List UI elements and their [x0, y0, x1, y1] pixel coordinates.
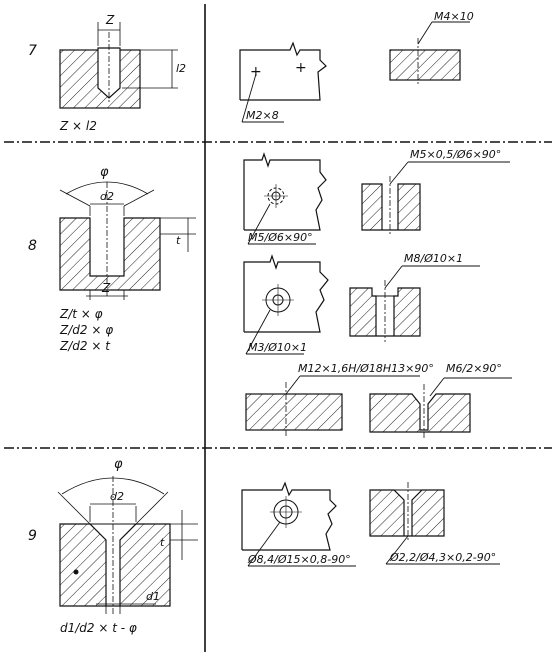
- row-7-section-example: [389, 21, 470, 84]
- row-9-small-diameter-label: d1: [146, 590, 160, 603]
- row-8-formula-2: Z/d2 × φ: [59, 323, 113, 337]
- row-8-callout-m8-10x1: M8/Ø10×1: [404, 252, 463, 265]
- row-9-number: 9: [28, 528, 37, 544]
- row-8-callout-m6-2x90: M6/2×90°: [446, 362, 502, 375]
- row-7: 7 Z l2 Z × l2 + + M2×8: [28, 10, 474, 133]
- table-grid: [4, 4, 552, 652]
- row-7-number: 7: [28, 43, 37, 59]
- row-8-callout-m3-10x1: M3/Ø10×1: [248, 341, 307, 354]
- svg-text:+: +: [250, 64, 262, 80]
- row-7-section-drawing: [59, 22, 178, 109]
- row-8-section-example-4: [369, 377, 512, 438]
- row-9: 9 φ d2 t d1 d1/d2 × t - φ: [28, 457, 500, 635]
- row-7-formula: Z × l2: [59, 119, 97, 133]
- row-8-width-label: Z: [101, 281, 111, 295]
- row-8-angle-label: φ: [100, 165, 109, 180]
- row-8-plan-view-1: [243, 152, 327, 245]
- row-8-depth-label: t: [176, 234, 181, 247]
- row-8-plan-view-2: [243, 254, 329, 355]
- row-8-formula-3: Z/d2 × t: [59, 339, 111, 353]
- row-9-callout-2-2: Ø2,2/Ø4,3×0,2-90°: [389, 551, 496, 564]
- row-8-section-drawing: [59, 181, 196, 300]
- row-8-formula-1: Z/t × φ: [59, 307, 103, 321]
- row-8-section-example-2: [349, 265, 480, 342]
- row-9-plan-view: [241, 481, 356, 567]
- row-9-section-example: [369, 482, 500, 565]
- row-7-callout-m2x8: M2×8: [246, 109, 279, 122]
- row-8-section-example-3: [245, 375, 420, 436]
- row-7-depth-label: l2: [176, 62, 186, 75]
- svg-text:+: +: [295, 60, 307, 76]
- row-8-number: 8: [28, 238, 37, 254]
- row-7-plan-view: + +: [239, 41, 327, 123]
- row-7-callout-m4x10: M4×10: [434, 10, 474, 23]
- row-9-callout-8-4: Ø8,4/Ø15×0,8-90°: [247, 553, 351, 566]
- row-8-callout-m12: M12×1,6H/Ø18H13×90°: [298, 362, 434, 375]
- row-9-depth-label: t: [160, 536, 165, 549]
- row-7-width-label: Z: [105, 13, 115, 27]
- row-9-diameter-label: d2: [110, 490, 124, 503]
- row-8-diameter-label: d2: [100, 190, 114, 203]
- row-8-section-example-1: [361, 161, 510, 236]
- row-9-section-drawing: [57, 476, 198, 614]
- row-9-angle-label: φ: [114, 457, 123, 472]
- row-8: 8 φ d2 t Z Z/t × φ Z/d2 × φ Z/d2 × t: [28, 148, 512, 438]
- row-8-callout-m5x05: M5×0,5/Ø6×90°: [410, 148, 501, 161]
- row-8-callout-m5-6x90: M5/Ø6×90°: [248, 231, 313, 244]
- row-9-formula: d1/d2 × t - φ: [60, 621, 137, 635]
